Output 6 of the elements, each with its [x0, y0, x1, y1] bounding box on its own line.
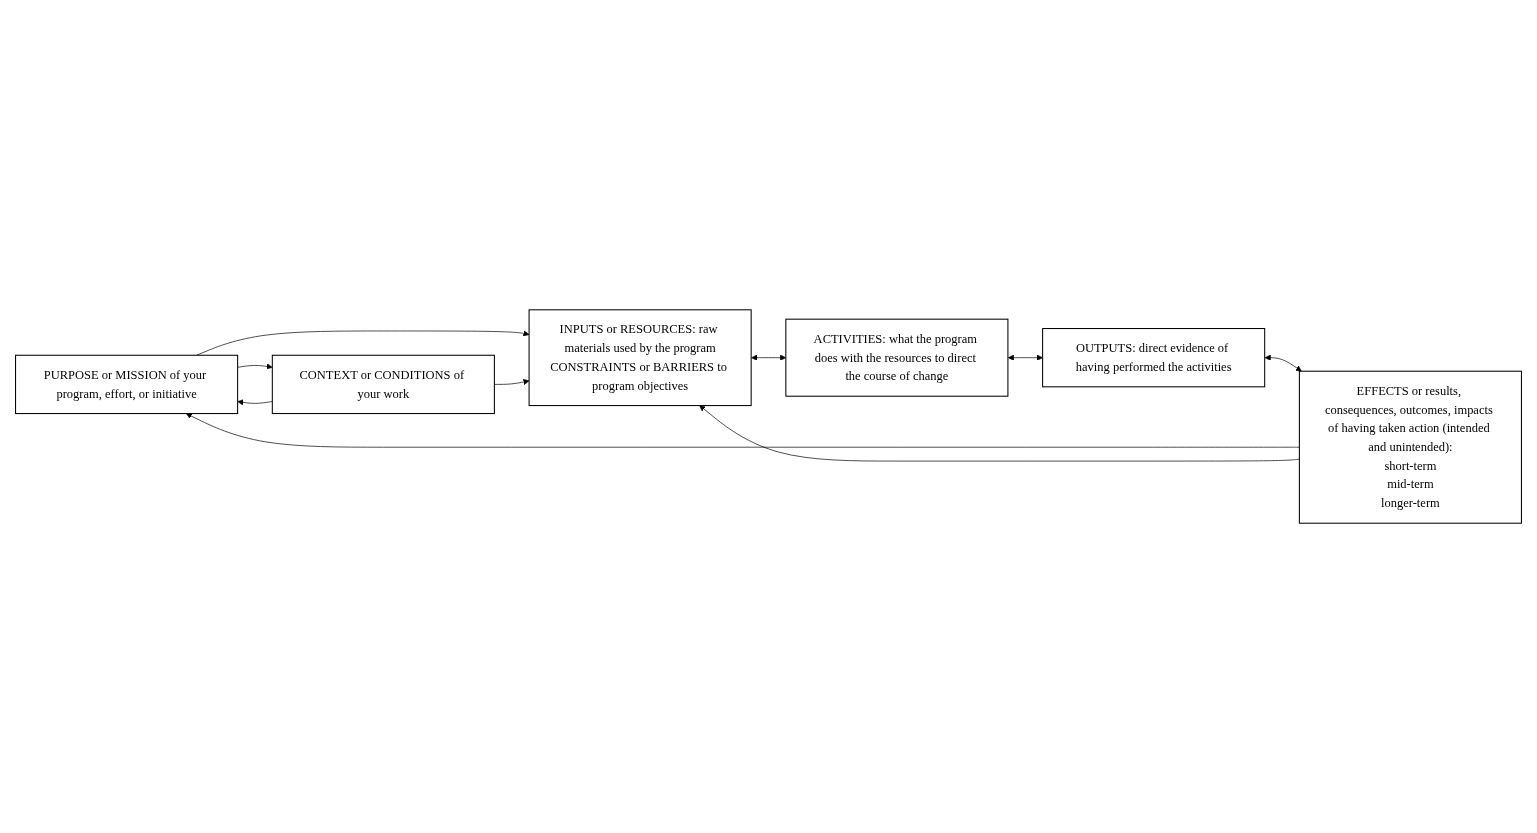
node-box: PURPOSE or MISSION of your program, effort, or initiative	[15, 354, 239, 415]
node-box: CONTEXT or CONDITIONS of your work	[271, 354, 495, 415]
node-box: EFFECTS or results, consequences, outcomes, impacts of having taken action (intended and unintended): short-term mid-term longer-term	[1298, 370, 1522, 524]
node-box: OUTPUTS: direct evidence of having performed the activities	[1042, 328, 1266, 388]
node-box: INPUTS or RESOURCES: raw materials used by the program CONSTRAINTS or BARRIERS to program objectives	[528, 309, 752, 407]
node-box: ACTIVITIES: what the program does with the resources to direct the course of change	[785, 318, 1009, 397]
